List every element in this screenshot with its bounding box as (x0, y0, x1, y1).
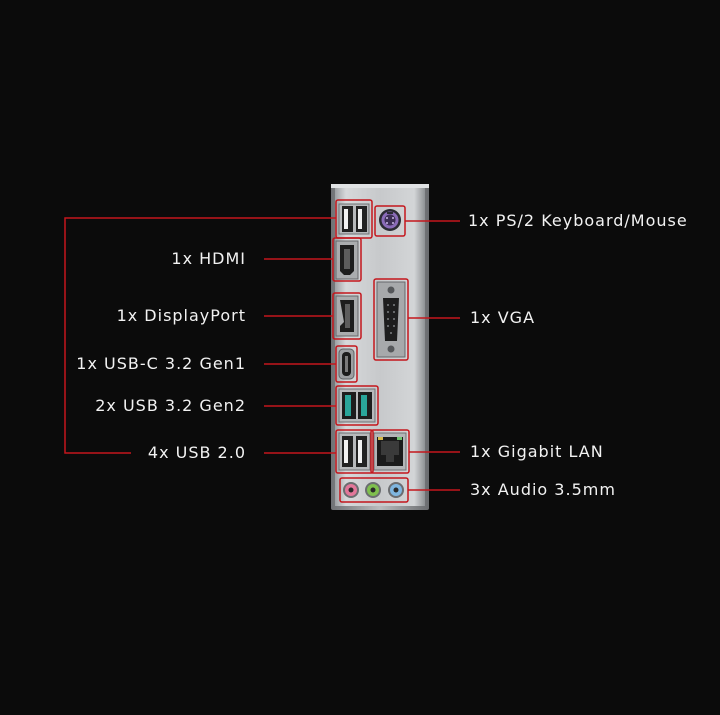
usb2-bottom-ports-icon (338, 432, 371, 471)
label-hdmi: 1x HDMI (171, 249, 246, 268)
lan-port-icon (373, 432, 407, 471)
usb2-top-ports-icon (338, 203, 370, 235)
ps2-port-icon (379, 209, 401, 231)
usbc-port-icon (338, 348, 355, 380)
vga-port-icon (376, 281, 406, 358)
label-vga: 1x VGA (470, 308, 536, 327)
usb-gen2-ports-icon (338, 388, 376, 423)
displayport-port-icon (335, 295, 359, 337)
hdmi-port-icon (335, 240, 359, 280)
label-usb2: 4x USB 2.0 (147, 443, 246, 462)
label-ps2: 1x PS/2 Keyboard/Mouse (468, 211, 688, 230)
label-audio: 3x Audio 3.5mm (470, 480, 616, 499)
line-usb2 (64, 217, 336, 454)
audio-jacks-icon (343, 482, 404, 498)
label-lan: 1x Gigabit LAN (470, 442, 604, 461)
highlight-vga (373, 278, 409, 361)
callout-lines (64, 217, 460, 491)
label-displayport: 1x DisplayPort (116, 306, 246, 325)
label-usb-gen2: 2x USB 3.2 Gen2 (95, 396, 246, 415)
highlight-usb2-bottom (335, 429, 374, 474)
label-usbc: 1x USB-C 3.2 Gen1 (76, 354, 246, 373)
